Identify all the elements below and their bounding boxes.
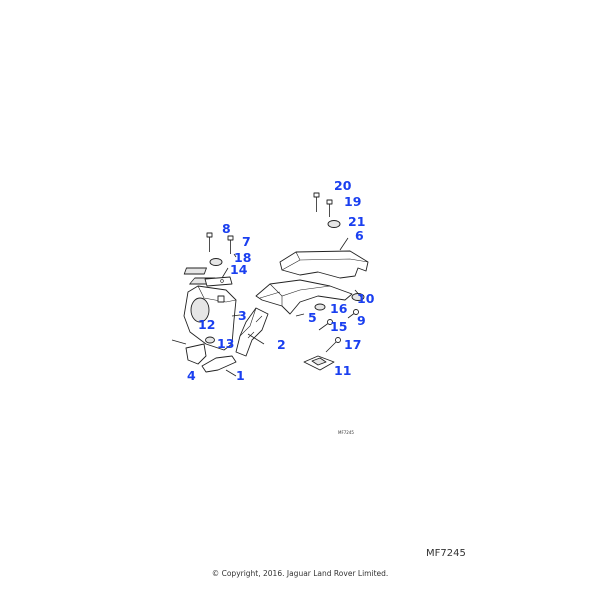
callout-15: 15 xyxy=(330,319,347,334)
small-diagram-ref: MF7245 xyxy=(338,430,354,435)
bolts xyxy=(206,192,359,353)
part-2-rail xyxy=(235,307,269,357)
callout-9: 9 xyxy=(357,313,366,328)
callout-21: 21 xyxy=(348,214,365,229)
part-11-clip-nut xyxy=(303,355,335,371)
callout-14: 14 xyxy=(230,262,248,277)
diagram-reference: MF7245 xyxy=(426,548,466,559)
callout-7: 7 xyxy=(242,234,251,249)
callout-3: 3 xyxy=(238,308,247,323)
leader-lines xyxy=(221,237,363,377)
callout-17: 17 xyxy=(344,337,361,352)
callout-12: 12 xyxy=(198,317,215,332)
callout-2: 2 xyxy=(277,337,286,352)
part-3-side-housing xyxy=(183,285,237,351)
callout-19: 19 xyxy=(344,194,361,209)
part-6-cover-plate xyxy=(183,250,369,285)
callout-6: 6 xyxy=(355,228,364,243)
callout-5: 5 xyxy=(308,310,317,325)
part-1-bracket xyxy=(201,355,237,373)
callout-11: 11 xyxy=(334,363,351,378)
callout-4: 4 xyxy=(187,368,196,383)
part-5-tunnel-bracket xyxy=(255,279,353,315)
callout-1: 1 xyxy=(236,368,245,383)
callout-13: 13 xyxy=(217,336,234,351)
callout-16: 16 xyxy=(330,301,348,316)
copyright-notice: © Copyright, 2016. Jaguar Land Rover Lim… xyxy=(211,569,389,578)
part-14-plate xyxy=(204,276,233,287)
callout-18: 18 xyxy=(234,250,251,265)
callout-10: 10 xyxy=(357,291,375,306)
callout-20: 20 xyxy=(334,178,352,193)
callout-labels: 20 19 21 6 8 7 18 14 10 16 9 15 5 3 12 2… xyxy=(187,178,375,383)
callout-8: 8 xyxy=(222,221,231,236)
part-4-lower-bracket xyxy=(171,339,207,365)
